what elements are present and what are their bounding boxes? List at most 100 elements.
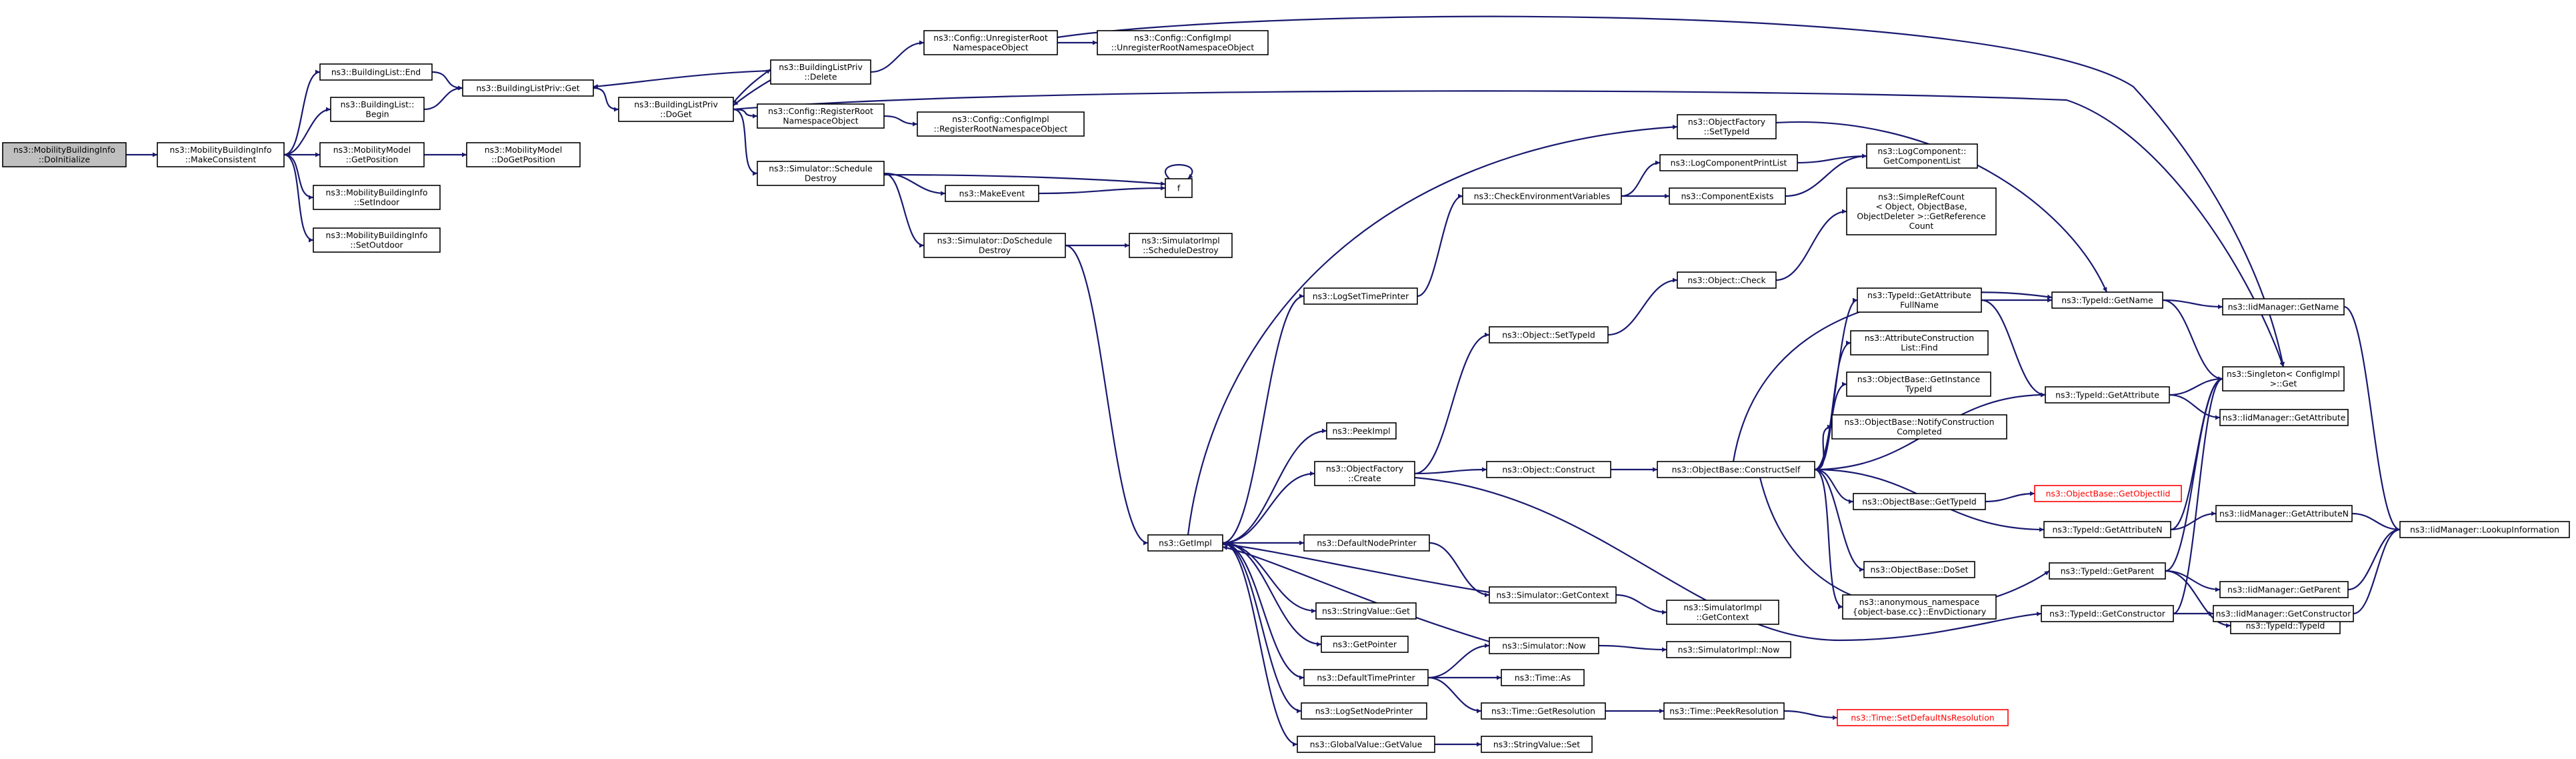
node-ob-constructself[interactable]: ns3::ObjectBase::ConstructSelf — [1657, 461, 1815, 478]
node-mm-getpos[interactable]: ns3::MobilityModel::GetPosition — [319, 142, 425, 167]
node-typeid-getattributen[interactable]: ns3::TypeId::GetAttributeN — [2043, 521, 2171, 538]
node-label: ns3::IidManager::GetAttribute — [2223, 412, 2346, 422]
node-label: ns3::ObjectBase::GetObjectIid — [2046, 488, 2171, 498]
edge-sim-schedestroy-to-sim-dosched — [883, 172, 925, 248]
node-stringvalue-get[interactable]: ns3::StringValue::Get — [1315, 602, 1417, 620]
node-stringvalue-set[interactable]: ns3::StringValue::Set — [1481, 736, 1593, 753]
node-root[interactable]: ns3::MobilityBuildingInfo::DoInitialize — [2, 142, 127, 167]
node-ob-doset[interactable]: ns3::ObjectBase::DoSet — [1863, 561, 1975, 578]
node-getpointer[interactable]: ns3::GetPointer — [1321, 636, 1409, 653]
node-sim-now[interactable]: ns3::Simulator::Now — [1489, 637, 1599, 654]
node-iid-getattribute[interactable]: ns3::IidManager::GetAttribute — [2219, 409, 2349, 426]
node-box — [923, 233, 1066, 258]
node-label: ns3::DefaultNodePrinter — [1317, 538, 1417, 548]
node-typeid-getattribute[interactable]: ns3::TypeId::GetAttribute — [2045, 386, 2170, 404]
node-ob-getobjectiid[interactable]: ns3::ObjectBase::GetObjectIid — [2034, 485, 2182, 502]
edge-typeid-getparent-to-singleton-get — [2165, 376, 2223, 572]
node-time-setdefault[interactable]: ns3::Time::SetDefaultNsResolution — [1837, 709, 2009, 726]
node-sim-schedestroy[interactable]: ns3::Simulator::ScheduleDestroy — [757, 161, 885, 186]
node-checkenv[interactable]: ns3::CheckEnvironmentVariables — [1462, 187, 1622, 205]
edge-typeid-getname-to-singleton-get — [2162, 299, 2223, 382]
node-deftimeprinter[interactable]: ns3::DefaultTimePrinter — [1303, 669, 1429, 686]
node-time-as[interactable]: ns3::Time::As — [1501, 669, 1585, 686]
node-makeevent[interactable]: ns3::MakeEvent — [945, 185, 1039, 202]
node-objfactory-create[interactable]: ns3::ObjectFactory::Create — [1314, 461, 1415, 486]
node-blp-get[interactable]: ns3::BuildingListPriv::Get — [462, 79, 594, 97]
node-ob-gettypeid[interactable]: ns3::ObjectBase::GetTypeId — [1853, 493, 1986, 510]
edge-f-to-f — [1164, 164, 1193, 179]
edge-getimpl-to-getpointer — [1222, 542, 1322, 647]
node-time-peekres[interactable]: ns3::Time::PeekResolution — [1663, 702, 1785, 720]
node-make-consistent[interactable]: ns3::MobilityBuildingInfo::MakeConsisten… — [157, 142, 285, 167]
node-simimpl-now[interactable]: ns3::SimulatorImpl::Now — [1666, 641, 1791, 658]
edge-objfactory-settypeid-to-typeid-getname — [1775, 121, 2108, 293]
node-mbi-setoutdoor[interactable]: ns3::MobilityBuildingInfo::SetOutdoor — [313, 227, 441, 253]
node-time-getres[interactable]: ns3::Time::GetResolution — [1481, 702, 1606, 720]
node-box — [1165, 178, 1193, 198]
node-box — [313, 185, 441, 210]
node-simplerefcount[interactable]: ns3::SimpleRefCount< Object, ObjectBase,… — [1846, 187, 1997, 235]
node-box — [1663, 702, 1785, 720]
node-bl-end[interactable]: ns3::BuildingList::End — [319, 63, 433, 81]
node-box — [466, 142, 581, 167]
node-box — [1097, 30, 1269, 55]
node-blp-delete[interactable]: ns3::BuildingListPriv::Delete — [770, 59, 871, 85]
node-logsetnodeprinter[interactable]: ns3::LogSetNodePrinter — [1301, 702, 1427, 720]
node-label: Completed — [1897, 427, 1942, 437]
node-typeid-getname[interactable]: ns3::TypeId::GetName — [2051, 291, 2163, 309]
node-envdict[interactable]: ns3::anonymous_namespace{object-base.cc}… — [1842, 594, 1997, 620]
node-gv-getvalue[interactable]: ns3::GlobalValue::GetValue — [1297, 736, 1435, 753]
node-mbi-setindoor[interactable]: ns3::MobilityBuildingInfo::SetIndoor — [313, 185, 441, 210]
node-cfg-regroot[interactable]: ns3::Config::RegisterRootNamespaceObject — [757, 103, 885, 129]
node-sim-getcontext[interactable]: ns3::Simulator::GetContext — [1489, 586, 1617, 604]
node-blp-doget[interactable]: ns3::BuildingListPriv::DoGet — [618, 97, 734, 122]
node-iid-getname[interactable]: ns3::IidManager::GetName — [2222, 298, 2345, 315]
node-getimpl[interactable]: ns3::GetImpl — [1147, 534, 1223, 552]
edge-getimpl-to-objfactory-create — [1222, 471, 1315, 544]
node-label: ns3::LogComponent:: — [1878, 146, 1967, 156]
node-iid-getconstructor[interactable]: ns3::IidManager::GetConstructor — [2213, 605, 2354, 622]
node-logcompprintlist[interactable]: ns3::LogComponentPrintList — [1659, 154, 1798, 171]
node-logcomp-getlist[interactable]: ns3::LogComponent::GetComponentList — [1866, 143, 1978, 169]
node-iid-getattributen[interactable]: ns3::IidManager::GetAttributeN — [2215, 505, 2353, 522]
node-peekimpl[interactable]: ns3::PeekImpl — [1326, 422, 1397, 440]
node-mm-dogetpos[interactable]: ns3::MobilityModel::DoGetPosition — [466, 142, 581, 167]
edge-blp-doget-to-blp-delete — [733, 69, 771, 103]
node-compexists[interactable]: ns3::ComponentExists — [1669, 187, 1786, 205]
node-object-settypeid[interactable]: ns3::Object::SetTypeId — [1489, 326, 1609, 343]
node-object-check[interactable]: ns3::Object::Check — [1677, 271, 1777, 289]
node-ob-notifyconstr[interactable]: ns3::ObjectBase::NotifyConstructionCompl… — [1831, 414, 2007, 440]
node-object-construct[interactable]: ns3::Object::Construct — [1486, 461, 1611, 478]
node-simimpl-sched[interactable]: ns3::SimulatorImpl::ScheduleDestroy — [1129, 233, 1233, 258]
node-label: ns3::IidManager::GetConstructor — [2216, 608, 2352, 618]
node-cfg-unregroot[interactable]: ns3::Config::UnregisterRootNamespaceObje… — [923, 30, 1058, 55]
node-label: ns3::MobilityBuildingInfo — [13, 145, 115, 155]
node-logsettimeprinter[interactable]: ns3::LogSetTimePrinter — [1303, 287, 1418, 305]
node-label: ::DoGetPosition — [491, 155, 555, 165]
edge-defnodeprinter-to-sim-getcontext — [1429, 542, 1490, 598]
node-singleton-get[interactable]: ns3::Singleton< ConfigImpl >::Get — [2222, 366, 2345, 392]
edge-ob-constructself-to-ob-doset — [1814, 468, 1865, 572]
node-defnodeprinter[interactable]: ns3::DefaultNodePrinter — [1303, 534, 1430, 552]
node-cfgimpl-reg[interactable]: ns3::Config::ConfigImpl::RegisterRootNam… — [917, 111, 1085, 137]
node-cfgimpl-unreg[interactable]: ns3::Config::ConfigImpl::UnregisterRootN… — [1097, 30, 1269, 55]
node-iid-lookup[interactable]: ns3::IidManager::LookupInformation — [2399, 521, 2570, 538]
node-typeid-getconstructor[interactable]: ns3::TypeId::GetConstructor — [2041, 605, 2174, 622]
node-objfactory-settypeid[interactable]: ns3::ObjectFactory::SetTypeId — [1677, 114, 1777, 139]
node-box — [1857, 287, 1982, 313]
node-label: ns3::ObjectBase::DoSet — [1871, 564, 1969, 574]
node-bl-begin[interactable]: ns3::BuildingList::Begin — [330, 97, 425, 122]
node-label: Destroy — [979, 245, 1011, 255]
edge-sim-getcontext-to-simimpl-getcontext — [1615, 594, 1667, 615]
node-label: ::Create — [1348, 474, 1381, 484]
node-simimpl-getcontext[interactable]: ns3::SimulatorImpl::GetContext — [1666, 600, 1779, 625]
node-iid-getparent[interactable]: ns3::IidManager::GetParent — [2219, 581, 2349, 598]
node-box — [1301, 702, 1427, 720]
node-label: ::DoGet — [660, 109, 692, 119]
node-typeid-getparent[interactable]: ns3::TypeId::GetParent — [2049, 562, 2166, 580]
node-f[interactable]: f — [1165, 178, 1193, 198]
